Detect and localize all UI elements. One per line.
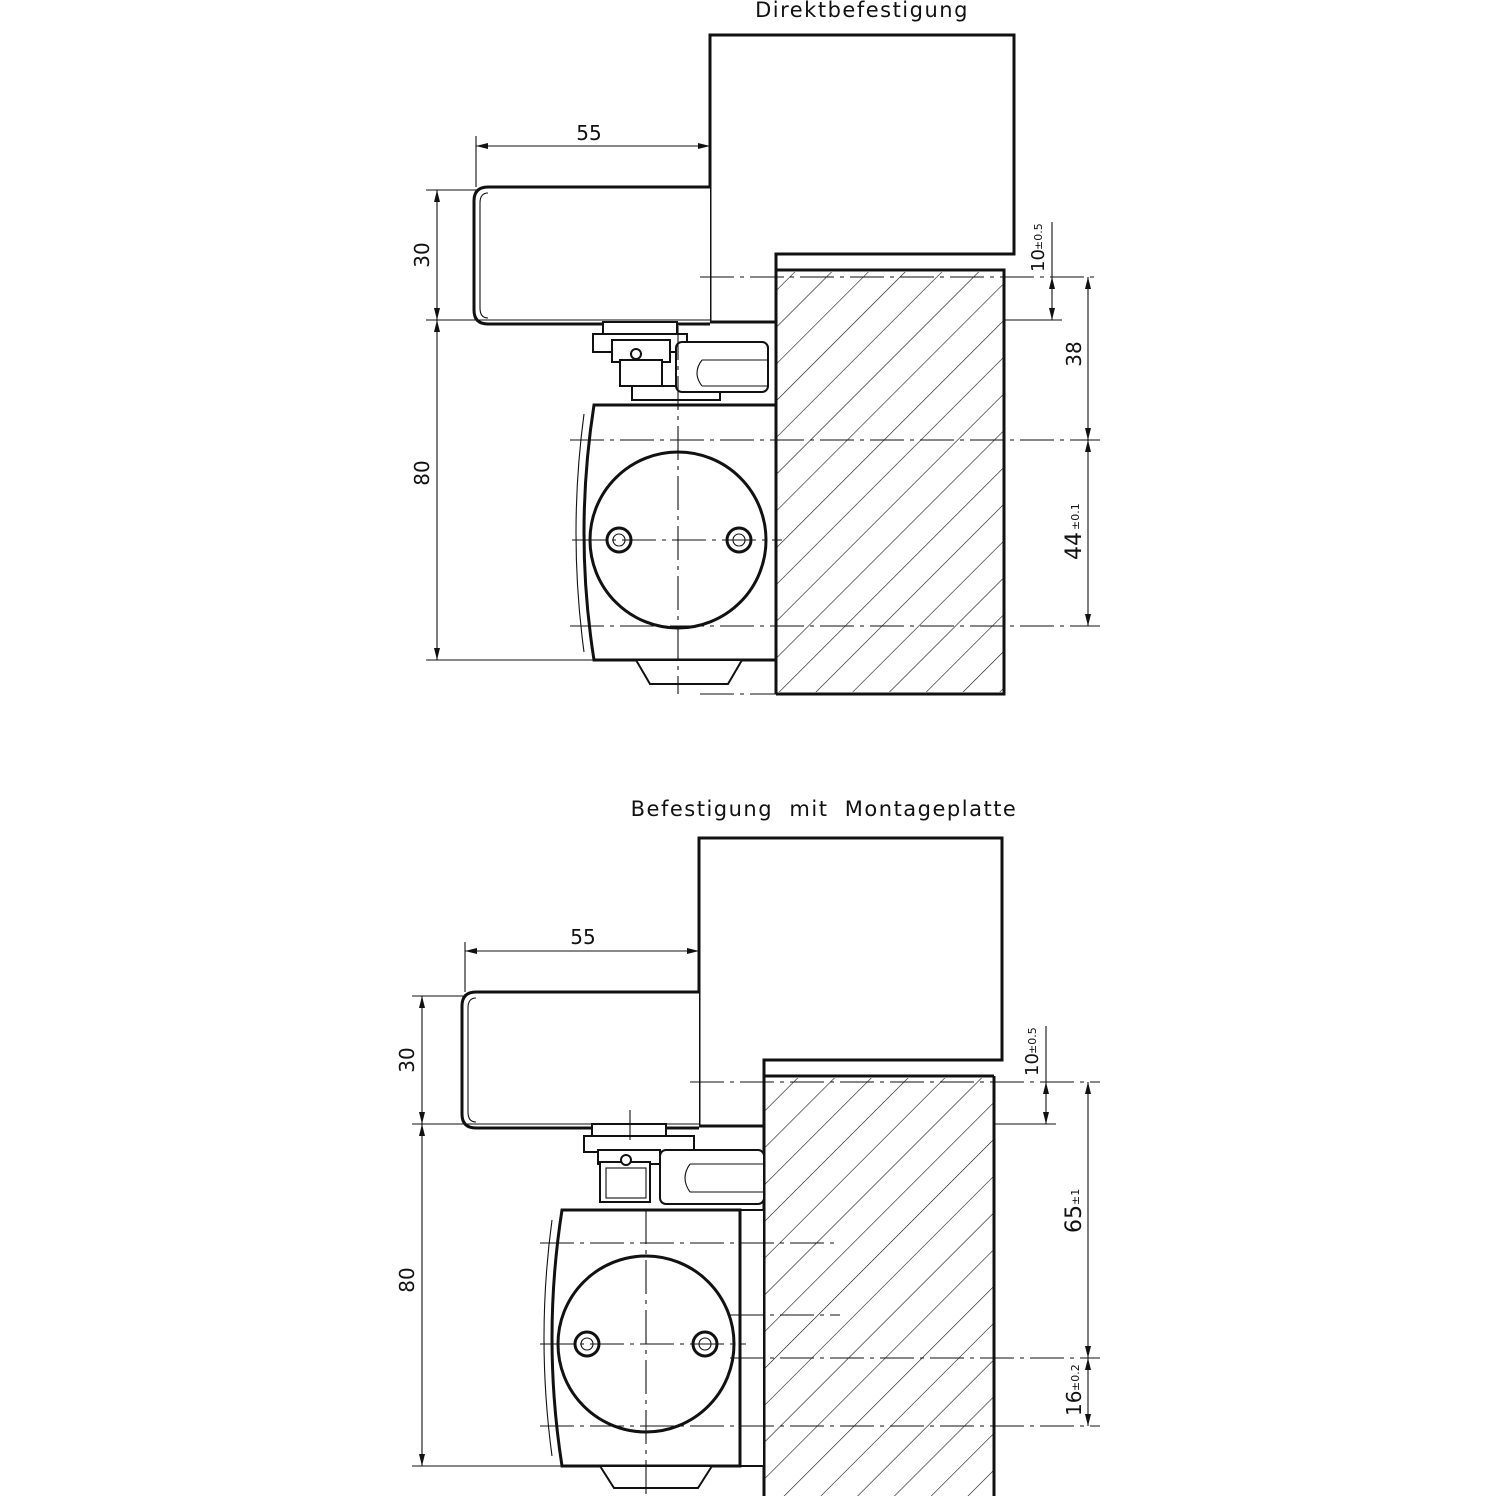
mounting-plate [739,1209,765,1467]
dim-arm-height: 30 [410,242,434,267]
center-lines [570,276,1100,695]
dimension-lines [412,942,1091,1467]
pivot-bracket [592,321,769,401]
dim-gap: 10 ±0.5 [1022,1027,1043,1076]
dim-gap-tolerance: ±0.5 [1032,223,1045,250]
dim-width: 55 [570,925,595,949]
closer-body [543,1208,742,1489]
dim-offset: 65 ±1 [1062,1189,1087,1233]
dim-body-height: 80 [410,460,434,485]
dim-offset: 38 [1062,341,1086,366]
view-mounting-plate: Befestigung mit Montageplatte [395,797,1100,1496]
view-direct-mounting: Direktbefestigung [410,0,1100,696]
dim-holes-tolerance: ±0.1 [1069,503,1082,530]
view-title: Befestigung mit Montageplatte [631,797,1018,821]
pivot-bracket [583,1123,765,1205]
dim-gap-value: 10 [1028,249,1049,272]
center-lines [540,1081,1100,1496]
dim-body-height: 80 [395,1267,419,1292]
door-leaf [774,254,1006,696]
dimension-lines [426,136,1091,661]
closer-arm [460,990,699,1130]
dim-offset-value: 65 [1062,1205,1087,1233]
dim-plate-value: 16 [1062,1391,1086,1416]
dim-offset-tolerance: ±1 [1069,1189,1082,1205]
view-title: Direktbefestigung [755,0,969,22]
dim-holes: 44 ±0.1 [1062,503,1087,560]
dim-gap: 10 ±0.5 [1028,223,1049,272]
dim-plate: 16 ±0.2 [1062,1364,1086,1416]
dim-holes-value: 44 [1062,532,1087,560]
dim-gap-value: 10 [1022,1053,1043,1076]
dim-arm-height: 30 [395,1047,419,1072]
dim-gap-tolerance: ±0.5 [1026,1027,1039,1054]
closer-arm [472,185,710,326]
door-leaf [762,1060,996,1496]
dim-plate-tolerance: ±0.2 [1069,1364,1082,1391]
dim-width: 55 [576,121,601,145]
closer-body [575,403,778,685]
